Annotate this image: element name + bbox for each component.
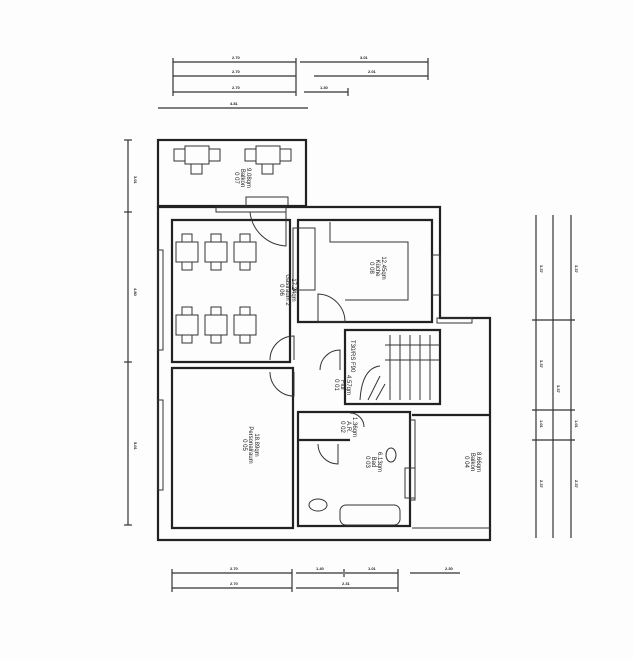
dim-label: 2.31 [342,581,351,586]
bathroom-fixtures [308,447,416,526]
door-rating-label: T30/RS F90 [349,340,355,373]
dim-label: 1.01 [574,420,579,429]
bottom-dimensions: 2.70 1.40 1.01 2.30 2.70 2.31 [171,566,460,592]
dim-label: 4.80 [133,288,138,297]
dim-label: 2.70 [230,566,239,571]
dim-label: 1.40 [316,566,325,571]
dim-label: 2.30 [445,566,454,571]
dim-label: 2.70 [232,55,241,60]
room-label-0-07: 0 07Balkon9.08qm [233,168,251,188]
dim-label: 1.01 [368,566,377,571]
dim-label: 2.37 [574,480,579,489]
left-dimensions: 3.01 4.80 5.01 [124,139,138,526]
windows [157,206,473,501]
doors [249,211,365,465]
dim-label: 2.01 [368,69,377,74]
room-label-0-01: 0 01Flur4.57qm [333,375,351,395]
dim-label: 2.70 [232,69,241,74]
gastraum-walls [170,218,292,364]
top-dimensions: 2.70 3.01 2.70 2.01 2.70 1.30 4.81 [158,55,429,109]
room-label-0-02: 0 02A.R.1.36qm [339,417,357,437]
bad-walls [296,410,412,528]
dim-label: 5.01 [133,442,138,451]
dim-label: 3.37 [539,360,544,369]
personalraum-walls [170,366,295,530]
room-labels: 0 07Balkon9.08qm 0 06Gastraum 217.24qm 0… [233,168,481,472]
kueche-walls [296,218,434,324]
room-label-0-05: 0 05Personalraum18.89qm [241,426,259,463]
right-dimensions: 3.37 3.37 3.37 3.37 1.01 1.01 2.37 2.37 [532,215,579,538]
dim-label: 3.37 [574,265,579,274]
room-label-0-03: 0 03Bad6.13qm [364,452,382,472]
dim-label: 2.70 [232,85,241,90]
dim-label: 3.37 [539,265,544,274]
gastraum-tables [175,233,257,344]
dim-label: 3.37 [556,385,561,394]
room-label-0-06: 0 06Gastraum 217.24qm [278,274,296,306]
balcony-furniture [173,145,292,208]
dim-label: 1.30 [320,85,329,90]
dim-label: 3.01 [133,176,138,185]
outer-wall [156,205,492,542]
dim-label: 1.01 [539,420,544,429]
kitchen-counter [292,222,409,301]
room-label-0-08: 0 08Küche12.45qm [368,256,386,279]
dim-label: 2.70 [230,581,239,586]
dim-label: 2.37 [539,480,544,489]
room-label-0-04: 0 04Balkon8.66qm [463,452,481,472]
dim-label: 3.01 [360,55,369,60]
stair-walls [343,328,442,406]
staircase [359,335,440,401]
dim-label: 4.81 [230,101,239,106]
balcony-top [156,138,308,208]
